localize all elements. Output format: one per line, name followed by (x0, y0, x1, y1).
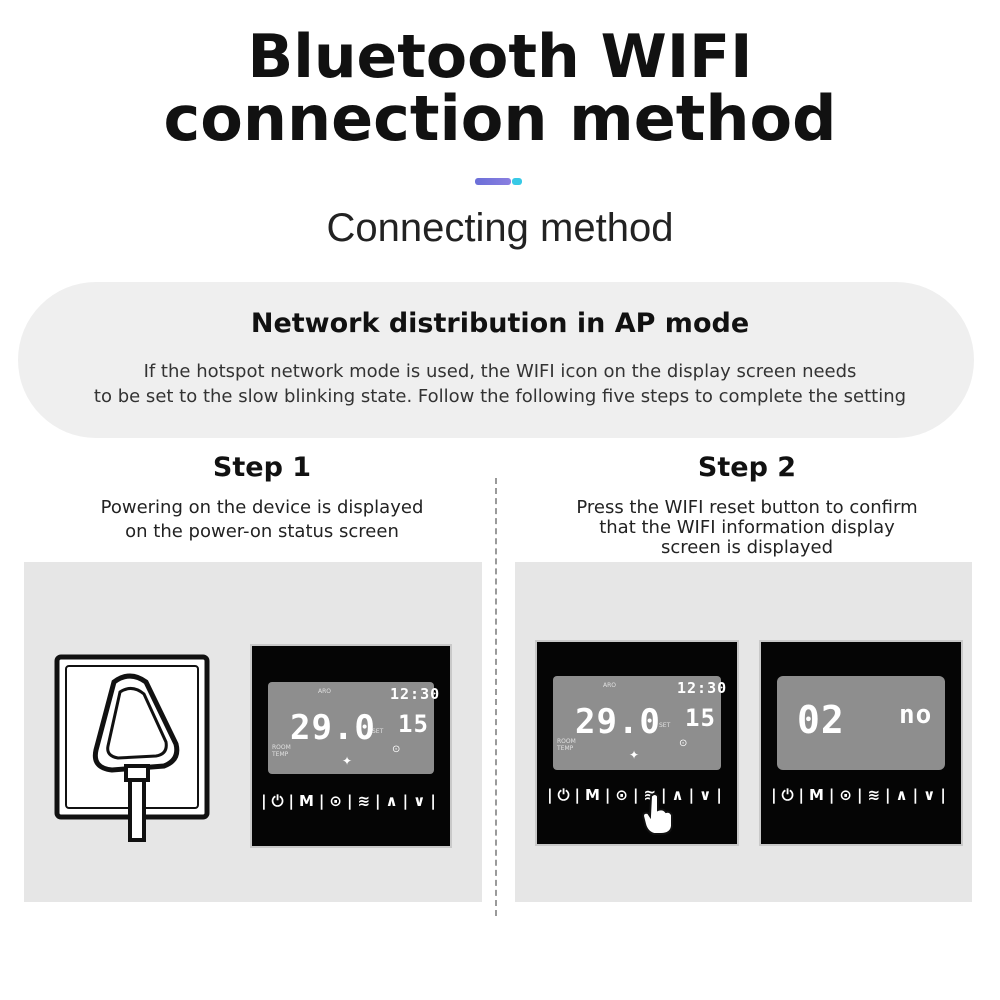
hand-pointer-icon (641, 793, 673, 835)
room-temp-readout-2: 29.0 (575, 702, 661, 742)
ap-mode-box (18, 282, 974, 438)
step1-desc-line2: on the power-on status screen (125, 521, 399, 542)
wifi-code-left: 02 (797, 698, 845, 742)
accent-bar-right (512, 178, 522, 185)
step2-desc-line3: screen is displayed (660, 537, 834, 558)
set-temp-readout: 15 (398, 710, 429, 738)
ap-mode-desc-line2: to be set to the slow blinking state. Fo… (93, 386, 907, 407)
lcd-main-step2: ARO 12:30 29.0 SET 15 ROOM TEMP ⊙ ✦ (553, 676, 726, 770)
lcd-wifi-info: 02 no (777, 676, 945, 770)
thermostat-step2-wifi: 02 no |⏻|M|⊙|≋|∧|∨| (759, 640, 963, 846)
step1-description: Powering on the device is displayed on t… (20, 498, 504, 542)
step-divider (495, 478, 497, 916)
step2-description: Press the WIFI reset button to confirm t… (510, 498, 984, 558)
set-temp-readout-2: 15 (685, 704, 716, 732)
accent-bar-left (475, 178, 511, 185)
ap-mode-title: Network distribution in AP mode (250, 308, 750, 339)
step1-image-panel: ARO 12:30 29.0 SET 15 ROOM TEMP ⊙ ✦ |⏻|M… (24, 562, 482, 902)
mode-label: ARO (318, 688, 331, 695)
section-subtitle: Connecting method (326, 206, 674, 250)
step1-title: Step 1 (212, 452, 312, 483)
main-title: Bluetooth WIFI connection method (0, 26, 1000, 150)
wall-socket-icon (54, 654, 210, 842)
clock-readout-2: 12:30 (677, 679, 728, 697)
clock-icon-2: ⊙ (679, 738, 688, 749)
person-icon-2: ✦ (629, 748, 640, 762)
ap-mode-desc-line1: If the hotspot network mode is used, the… (143, 361, 857, 382)
step2-image-panel: ARO 12:30 29.0 SET 15 ROOM TEMP ⊙ ✦ |⏻|M… (515, 562, 972, 902)
thermostat-step1: ARO 12:30 29.0 SET 15 ROOM TEMP ⊙ ✦ |⏻|M… (250, 644, 452, 848)
wifi-code-right: no (899, 700, 933, 730)
thermostat-step2-main: ARO 12:30 29.0 SET 15 ROOM TEMP ⊙ ✦ |⏻|M… (535, 640, 739, 846)
room-temp-label: ROOM TEMP (272, 744, 291, 758)
set-label: SET (372, 728, 384, 735)
button-row-step2-wifi[interactable]: |⏻|M|⊙|≋|∧|∨| (771, 786, 951, 804)
ap-mode-description: If the hotspot network mode is used, the… (40, 359, 960, 409)
clock-icon: ⊙ (392, 744, 401, 755)
person-icon: ✦ (342, 754, 353, 768)
step2-desc-line1: Press the WIFI reset button to confirm (576, 497, 918, 518)
main-title-line1: Bluetooth WIFI (247, 22, 753, 92)
step2-title: Step 2 (697, 452, 797, 483)
button-row-step2[interactable]: |⏻|M|⊙|≋|∧|∨| (547, 786, 727, 804)
lcd-main-step1: ARO 12:30 29.0 SET 15 ROOM TEMP ⊙ ✦ (268, 682, 439, 774)
room-temp-label-2: ROOM TEMP (557, 738, 576, 752)
plug-icon (92, 673, 180, 842)
main-title-line2: connection method (163, 82, 837, 155)
set-label-2: SET (659, 722, 671, 729)
mode-label-2: ARO (603, 682, 616, 689)
clock-readout: 12:30 (390, 685, 441, 703)
step2-desc-line2: that the WIFI information display (599, 517, 895, 538)
room-temp-readout: 29.0 (290, 708, 376, 748)
step1-desc-line1: Powering on the device is displayed (100, 497, 424, 518)
button-row-step1[interactable]: |⏻|M|⊙|≋|∧|∨| (261, 792, 441, 810)
